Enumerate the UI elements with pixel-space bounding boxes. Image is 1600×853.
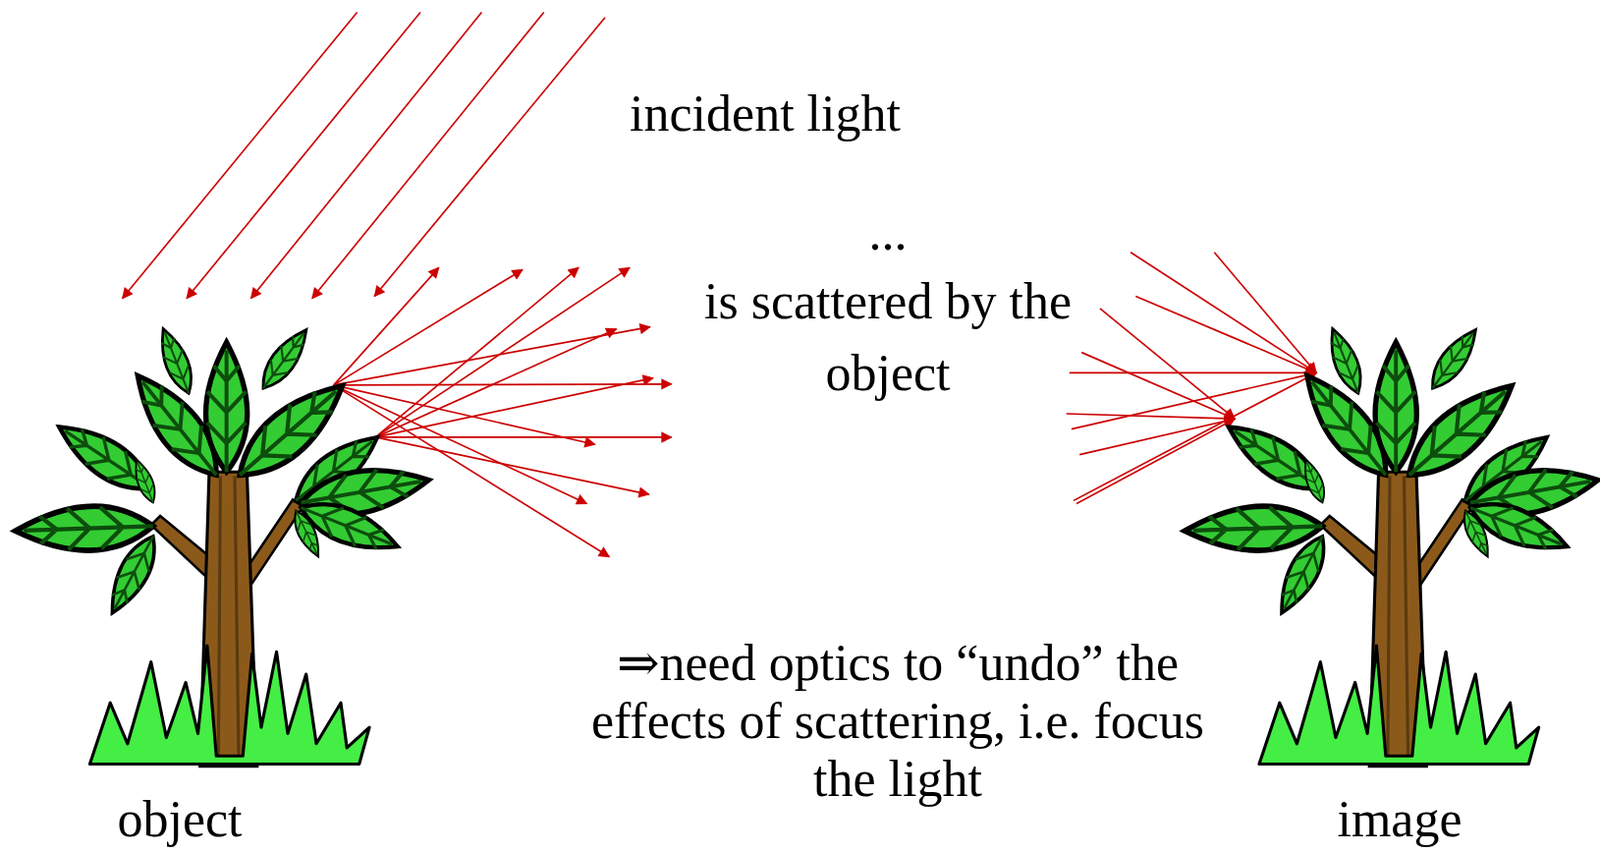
scattered-ray: [375, 329, 616, 438]
focused-ray: [1100, 308, 1235, 419]
scattered-ray: [333, 385, 596, 444]
image-tree: [1183, 323, 1600, 767]
text-label: object: [116, 789, 242, 849]
incident-ray: [312, 11, 545, 298]
focused-ray: [1213, 252, 1317, 374]
scattered-ray: [375, 378, 654, 438]
incident-ray: [251, 11, 483, 298]
focused-ray: [1066, 413, 1235, 419]
incident-ray: [122, 11, 358, 298]
scattered-ray: [375, 436, 671, 439]
scattered-rays: [333, 267, 672, 556]
text-label: is scattered by the object: [691, 265, 1085, 409]
focused-ray: [1079, 418, 1235, 454]
scattered-ray: [333, 267, 440, 386]
incident-ray: [374, 17, 606, 297]
text-label: incident light: [629, 84, 901, 144]
text-label: ...: [869, 203, 908, 263]
scattered-ray: [375, 267, 630, 438]
incident-ray: [186, 11, 421, 298]
text-label: ⇒need optics to “undo” the effects of sc…: [568, 633, 1227, 808]
focused-ray: [1135, 295, 1317, 373]
incident-rays: [122, 11, 606, 298]
focused-ray: [1076, 418, 1235, 503]
focused-ray: [1130, 252, 1317, 374]
focused-ray: [1081, 352, 1235, 420]
text-label: image: [1336, 789, 1462, 849]
object-tree: [14, 323, 433, 767]
focused-ray: [1069, 372, 1317, 375]
scattered-ray: [375, 267, 579, 438]
